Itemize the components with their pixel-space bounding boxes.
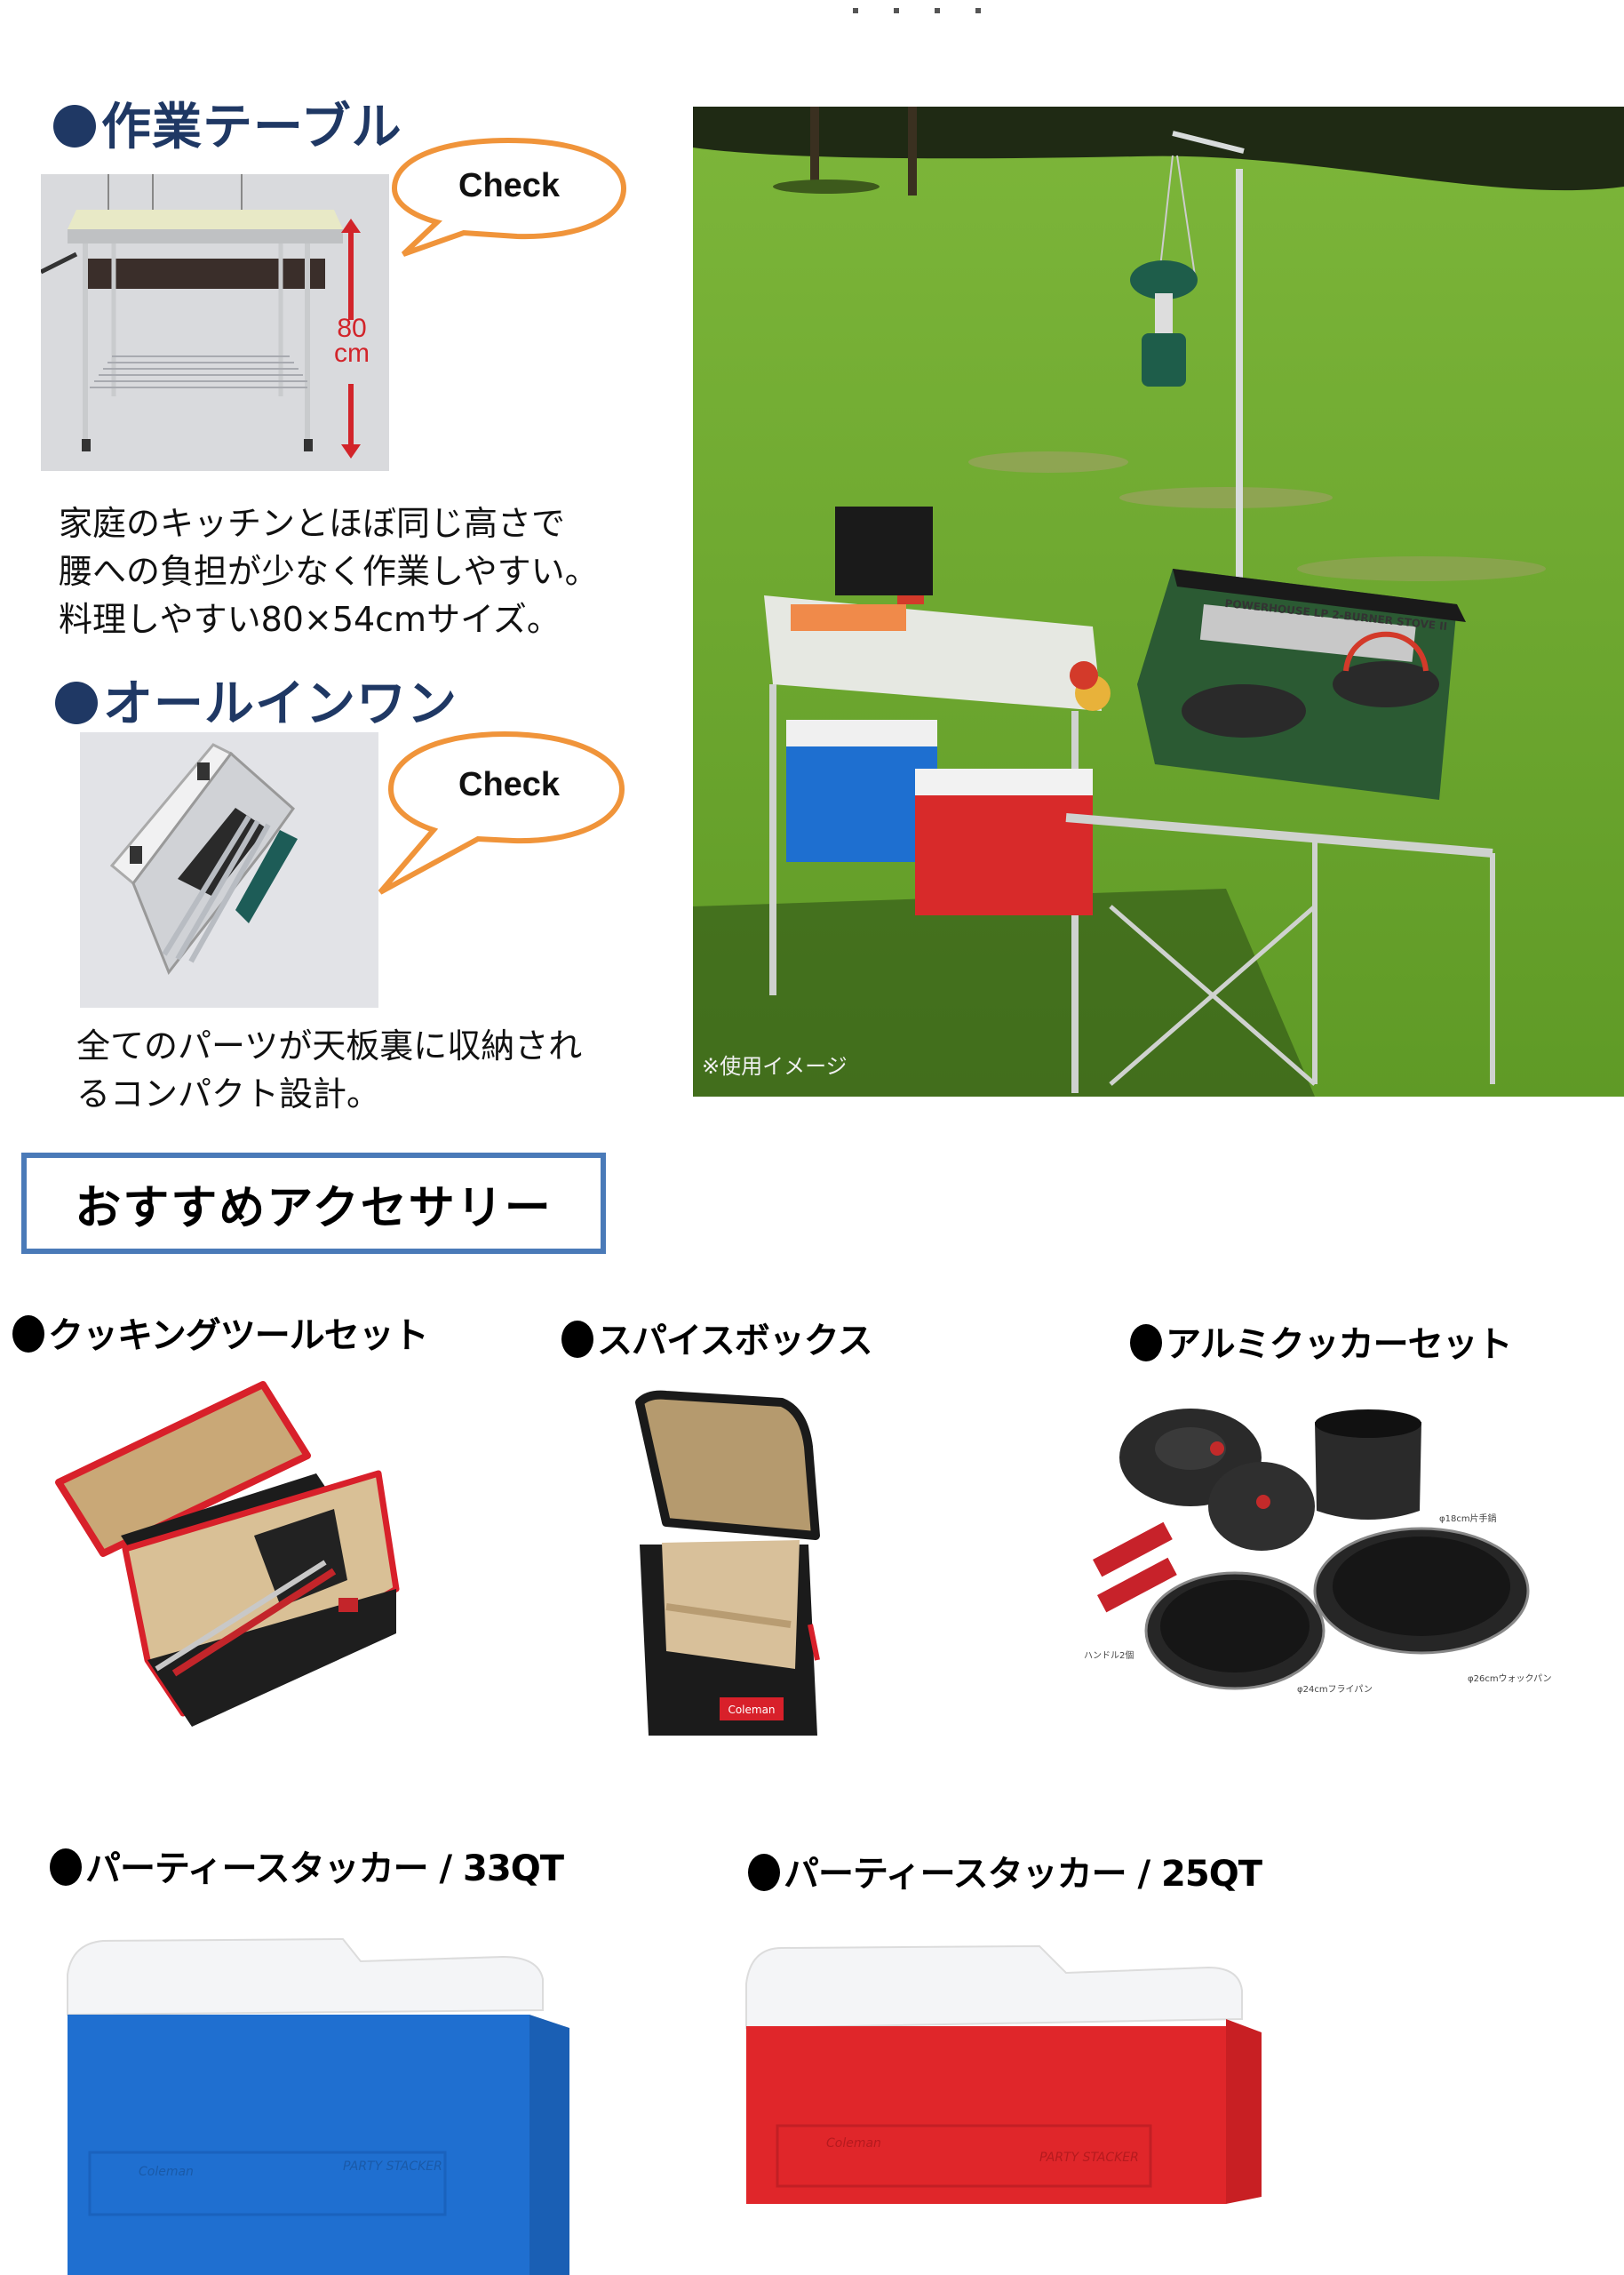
- bullet-icon: [1130, 1324, 1162, 1361]
- svg-text:Coleman: Coleman: [728, 1704, 775, 1716]
- height-arrow-icon: [341, 219, 361, 459]
- party-stacker-25qt-photo: Coleman PARTY STACKER: [728, 1930, 1279, 2223]
- part-label-handles: ハンドル2個: [1084, 1651, 1134, 1661]
- item-title-party-stacker-33qt: パーティースタッカー / 33QT: [50, 1840, 564, 1891]
- aluminum-cooker-set-photo: φ18cm片手鍋 ハンドル2個 φ26cmウォックパン φ24cmフライパン: [1057, 1395, 1590, 1697]
- bullet-icon: [50, 1848, 82, 1886]
- work-table-photo: 80 cm: [41, 174, 389, 471]
- party-stacker-33qt-photo: Coleman PARTY STACKER: [50, 1930, 583, 2275]
- svg-text:Coleman: Coleman: [139, 2165, 194, 2179]
- usage-image-photo: ※使用イメージ POWERHOUSE LP 2-BURNER STOVE II: [693, 107, 1624, 1097]
- part-label-26cm-wok: φ26cmウォックパン: [1468, 1674, 1552, 1684]
- item-title-cooking-tool-set: クッキングツールセット: [12, 1306, 429, 1358]
- bullet-icon: [748, 1854, 780, 1891]
- check-bubble-2: Check: [371, 727, 629, 896]
- svg-text:PARTY STACKER: PARTY STACKER: [1039, 2151, 1139, 2165]
- part-label-24cm-pan: φ24cmフライパン: [1297, 1685, 1373, 1695]
- work-table-description: 家庭のキッチンとほぼ同じ高さで 腰への負担が少なく作業しやすい。 料理しやすい8…: [59, 504, 599, 639]
- bullet-icon: [53, 105, 96, 148]
- bullet-icon: [12, 1315, 44, 1353]
- usage-image-caption: ※使用イメージ: [702, 1054, 848, 1079]
- all-in-one-photo: [80, 732, 378, 1008]
- check-bubble-1: Check: [384, 133, 633, 258]
- cropped-header-remnant: [853, 0, 1190, 13]
- all-in-one-description: 全てのパーツが天板裏に収納され るコンパクト設計。: [76, 1026, 583, 1114]
- height-label: 80 cm: [334, 314, 370, 368]
- work-table-heading: 作業テーブル: [53, 87, 402, 159]
- svg-text:Coleman: Coleman: [826, 2136, 881, 2151]
- svg-text:PARTY STACKER: PARTY STACKER: [343, 2159, 442, 2174]
- all-in-one-heading: オールインワン: [55, 664, 458, 736]
- bullet-icon: [55, 682, 98, 724]
- part-label-18cm-pot: φ18cm片手鍋: [1439, 1514, 1497, 1524]
- recommended-accessories-heading: おすすめアクセサリー: [21, 1153, 606, 1254]
- spice-box-photo: Coleman: [613, 1385, 826, 1749]
- item-title-aluminum-cooker-set: アルミクッカーセット: [1130, 1315, 1513, 1367]
- cooking-tool-set-photo: [41, 1376, 423, 1740]
- item-title-party-stacker-25qt: パーティースタッカー / 25QT: [748, 1845, 1262, 1896]
- bullet-icon: [561, 1321, 593, 1358]
- item-title-spice-box: スパイスボックス: [561, 1312, 873, 1363]
